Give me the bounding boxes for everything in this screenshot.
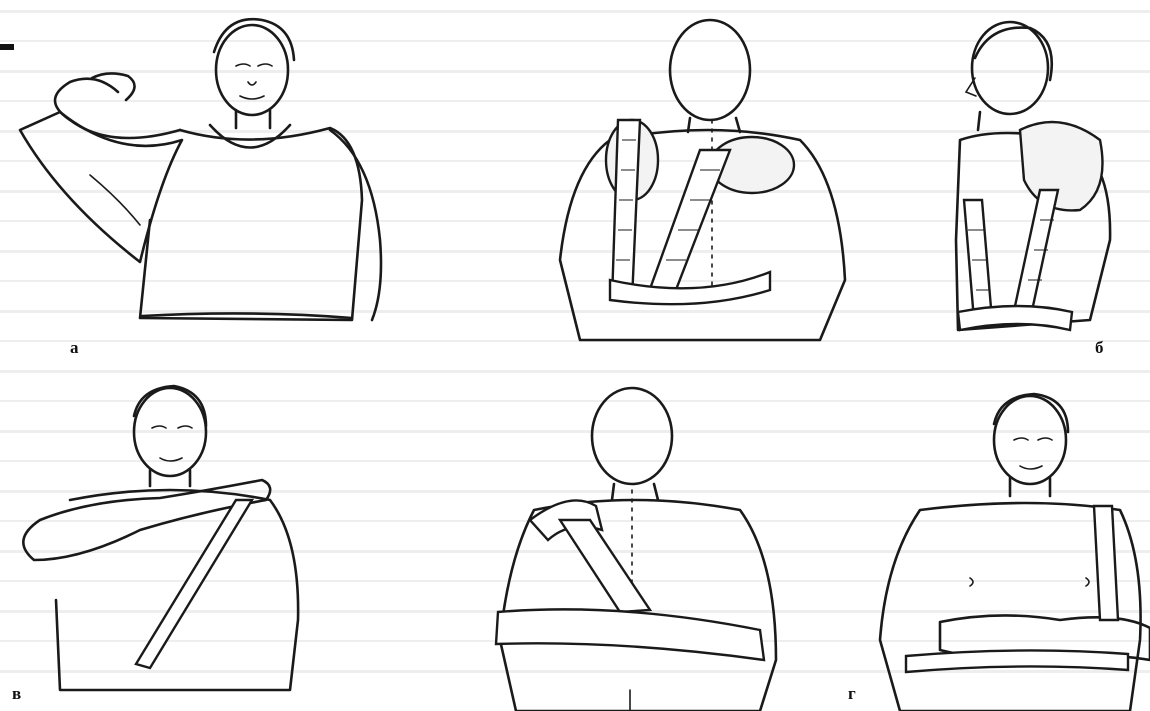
panel-label-a: а — [70, 338, 79, 358]
scan-noise — [0, 10, 1150, 673]
figure-b-back-figure-eight — [560, 20, 845, 340]
figure-back-shoulder-sling — [496, 388, 776, 711]
panel-label-g: г — [848, 684, 856, 704]
figure-b-side-figure-eight — [956, 22, 1110, 330]
figure-a-front-arm-raised — [20, 19, 381, 320]
panel-label-v: в — [12, 684, 21, 704]
margin-mark — [0, 44, 14, 50]
panel-label-b: б — [1095, 338, 1104, 358]
